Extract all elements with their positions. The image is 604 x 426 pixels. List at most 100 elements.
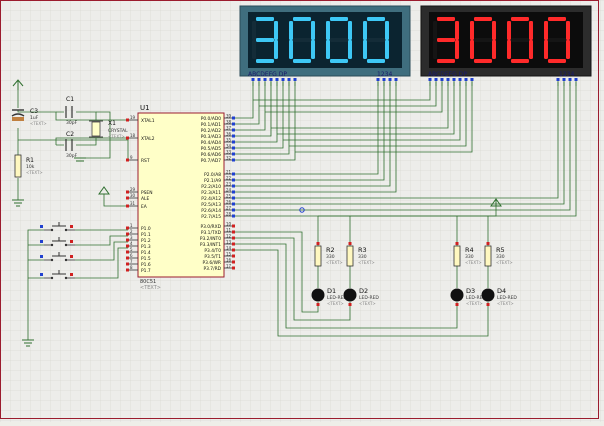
mcu-pin-p1-5[interactable]: 6P1.5 <box>126 253 151 262</box>
mcu-pin-p1-4[interactable]: 5P1.4 <box>126 247 151 256</box>
microcontroller-u1[interactable]: U1 80C51 <TEXT> 19XTAL118XTAL29RST29PSEN… <box>126 104 235 291</box>
pin-dot <box>316 242 320 245</box>
pin-number: 17 <box>226 264 232 269</box>
pin-number: 14 <box>226 246 232 251</box>
wire-p02 <box>232 82 266 131</box>
capacitor-c1[interactable]: C1 30pF <box>65 96 78 126</box>
pin-number: 31 <box>130 201 136 206</box>
led-value: LED-RED <box>359 295 379 301</box>
segment-d <box>256 59 274 63</box>
mcu-pin-p1-3[interactable]: 4P1.3 <box>126 241 151 250</box>
wire-bus-b <box>259 82 437 107</box>
ground-symbol-3 <box>74 157 86 162</box>
pin-number: 27 <box>226 206 232 211</box>
probe-marker-icon[interactable] <box>299 207 305 213</box>
pin-dot <box>446 78 450 81</box>
pin-name: P0.0/AD0 <box>201 116 221 122</box>
mcu-pin-p1-6[interactable]: 7P1.6 <box>126 259 151 268</box>
crystal-x1[interactable]: X1 CRYSTAL <TEXT> <box>89 120 128 139</box>
pin-name: P3.1/TXD <box>201 230 222 236</box>
pin-name: P0.3/AD3 <box>201 134 221 140</box>
digit-1 <box>433 17 459 63</box>
mcu-pin-p1-1[interactable]: 2P1.1 <box>126 229 151 238</box>
segment-b <box>492 21 496 40</box>
segment-e <box>433 40 437 59</box>
wire-ea <box>103 194 128 207</box>
mcu-pin-p1-2[interactable]: 3P1.2 <box>126 235 151 244</box>
mcu-pin-p1-7[interactable]: 8P1.7 <box>126 265 151 274</box>
seven-segment-display-red[interactable]: ABCDEFG DP 1234 <box>420 5 592 78</box>
pin-number: 4 <box>130 241 133 246</box>
push-button-4[interactable] <box>40 270 75 280</box>
segment-a <box>437 17 455 21</box>
push-button-1[interactable] <box>40 222 75 232</box>
pin-name: P2.2/A10 <box>201 184 221 190</box>
pin-name: P3.3/INT1 <box>200 242 221 248</box>
capacitor-c2[interactable]: C2 30pF <box>65 131 78 159</box>
wire-vcc-rail <box>318 206 497 217</box>
capacitor-c3[interactable]: C3 1uF <TEXT> <box>11 108 47 126</box>
push-button-2[interactable] <box>40 237 75 247</box>
push-button-3[interactable] <box>40 252 75 262</box>
seven-segment-display-blue[interactable]: ABCDEFG DP 1234 <box>239 5 411 78</box>
wire-bus-c <box>265 82 443 113</box>
segment-a <box>256 17 274 21</box>
segment-c <box>455 40 459 59</box>
pin-dot <box>126 250 129 254</box>
pin-dot <box>40 273 43 276</box>
pin-dot <box>126 244 129 248</box>
segment-a <box>330 17 348 21</box>
c3-value: 1uF <box>30 115 39 121</box>
mcu-pin-p1-0[interactable]: 1P1.0 <box>126 223 151 232</box>
mcu-ref: U1 <box>140 104 150 112</box>
wire-p26 <box>232 82 571 211</box>
wire-bus-g <box>289 82 467 147</box>
resistor-body <box>346 245 354 267</box>
pin-name: P2.5/A13 <box>201 202 221 208</box>
resistor-value: 330 <box>465 254 474 260</box>
pin-name: P3.6/WR <box>202 260 221 266</box>
resistor-r1[interactable]: R1 10k <TEXT> <box>14 154 43 178</box>
pin-dot <box>562 78 566 81</box>
wire-rst <box>18 139 129 160</box>
